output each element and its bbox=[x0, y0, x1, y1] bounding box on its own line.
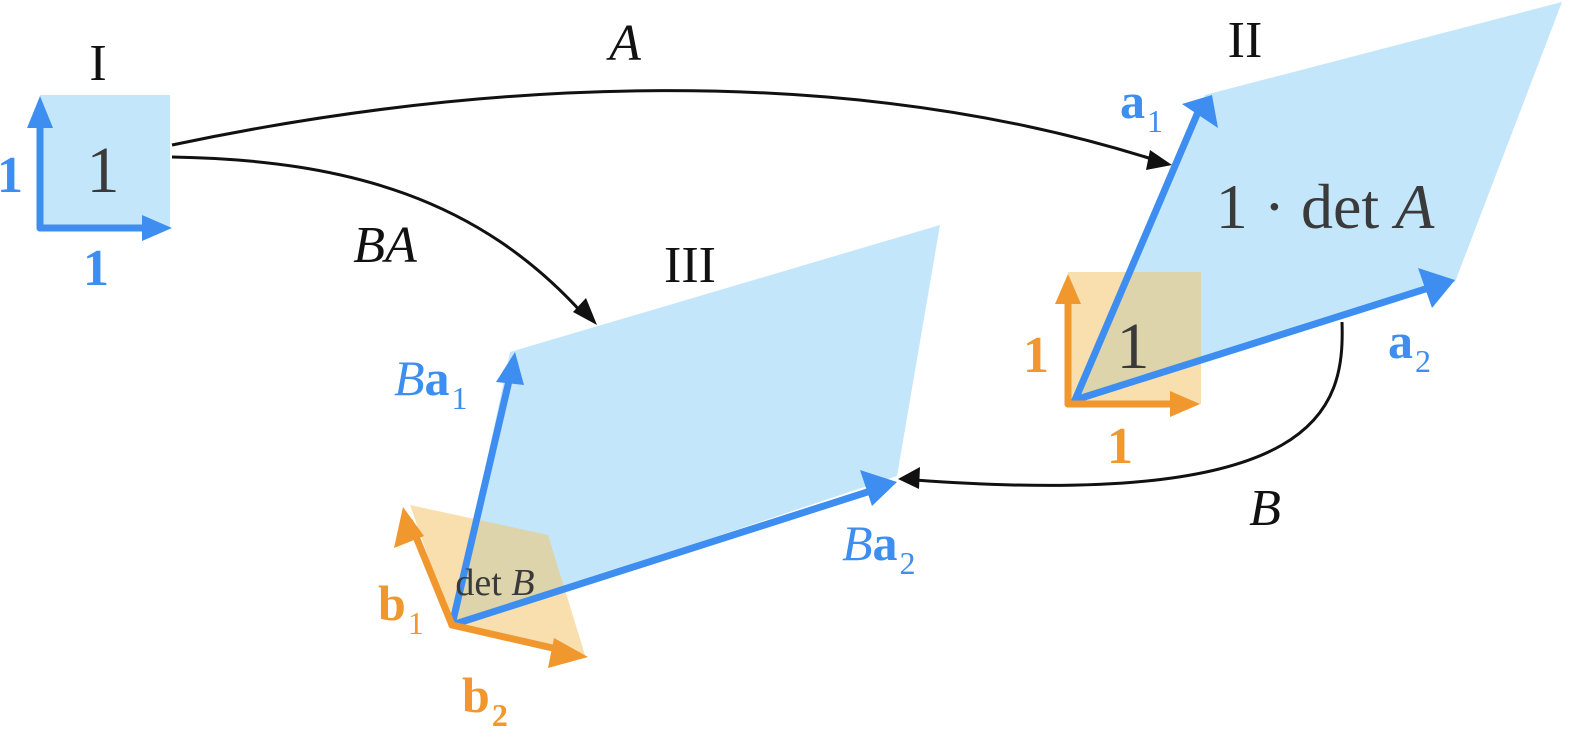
det-B-label: det B bbox=[455, 562, 534, 604]
label-Ba1-sub: 1 bbox=[452, 380, 468, 416]
map-arrowhead-B bbox=[898, 467, 920, 489]
unit-x-label-II: 1 bbox=[1107, 418, 1133, 475]
label-a1-main: a bbox=[1120, 73, 1145, 129]
area-label-II: 1 · det A bbox=[1216, 171, 1436, 242]
region-I: I 1 1 1 bbox=[0, 35, 172, 297]
arrowhead-e2-I bbox=[27, 96, 53, 128]
map-label-A: A bbox=[606, 15, 641, 72]
roman-label-II-text: II bbox=[1228, 12, 1263, 69]
label-Ba2-a: a bbox=[873, 515, 898, 571]
label-b2-main: b bbox=[462, 667, 490, 723]
map-arrowhead-A bbox=[1146, 150, 1172, 170]
arrowhead-b1 bbox=[394, 507, 424, 548]
det-B-prefix: det bbox=[455, 562, 511, 604]
label-a2: a2 bbox=[1388, 313, 1431, 379]
vector-Ba2 bbox=[448, 484, 884, 629]
arrowhead-a2 bbox=[1418, 268, 1455, 308]
det-B-var: B bbox=[511, 562, 534, 604]
vector-b1 bbox=[406, 518, 456, 629]
region-II: II 1 · det A 1 1 1 a1 a2 bbox=[1023, 2, 1562, 475]
area-label-II-var: A bbox=[1391, 171, 1435, 242]
label-Ba2-sub: 2 bbox=[900, 545, 916, 581]
vector-a1 bbox=[1071, 108, 1202, 404]
roman-label-I: I bbox=[89, 35, 106, 92]
vector-b2 bbox=[448, 621, 574, 656]
label-b2: b2 bbox=[462, 667, 508, 733]
vector-y-label-I: 1 bbox=[0, 147, 23, 204]
map-arrows: A BA B bbox=[171, 15, 1344, 537]
unit-arrowhead-x-II bbox=[1170, 391, 1200, 417]
label-Ba1: Ba1 bbox=[394, 350, 468, 416]
unit-area-label-II: 1 bbox=[1117, 310, 1150, 383]
label-a1-sub: 1 bbox=[1147, 103, 1163, 139]
area-label-II-prefix: 1 · det bbox=[1216, 171, 1396, 242]
map-arrowhead-BA bbox=[573, 298, 597, 325]
label-Ba2-B: B bbox=[842, 515, 873, 571]
label-Ba2: Ba2 bbox=[842, 515, 916, 581]
unit-square-I bbox=[40, 95, 170, 227]
map-arrow-A bbox=[171, 89, 1156, 162]
unit-arrowhead-y-II bbox=[1055, 274, 1081, 304]
label-a2-sub: 2 bbox=[1415, 343, 1431, 379]
label-a1: a1 bbox=[1120, 73, 1163, 139]
label-b2-sub: 2 bbox=[492, 697, 508, 733]
vector-a2 bbox=[1071, 281, 1442, 404]
label-a2-main: a bbox=[1388, 313, 1413, 369]
region-III: III det B Ba1 Ba2 b1 b2 bbox=[378, 225, 940, 733]
label-b1-sub: 1 bbox=[408, 605, 424, 641]
label-b1-main: b bbox=[378, 575, 406, 631]
arrowhead-e1-I bbox=[142, 215, 172, 241]
unit-y-label-II: 1 bbox=[1023, 327, 1049, 384]
label-Ba1-B: B bbox=[394, 350, 425, 406]
label-b1: b1 bbox=[378, 575, 424, 641]
map-label-B: B bbox=[1249, 480, 1281, 537]
map-arrow-B bbox=[914, 321, 1344, 487]
label-Ba1-a: a bbox=[425, 350, 450, 406]
map-label-BA: BA bbox=[353, 217, 417, 274]
roman-label-III: III bbox=[664, 237, 716, 294]
vector-Ba1 bbox=[448, 364, 516, 629]
arrowhead-Ba2 bbox=[860, 470, 897, 506]
arrowhead-Ba1 bbox=[496, 352, 524, 385]
parallelogram-III bbox=[452, 225, 940, 625]
arrowhead-a1 bbox=[1182, 95, 1218, 128]
map-arrow-BA bbox=[171, 155, 585, 316]
vector-x-label-I: 1 bbox=[83, 240, 109, 297]
area-label-I: 1 bbox=[87, 134, 120, 207]
roman-label-II: II bbox=[1228, 12, 1263, 69]
arrowhead-b2 bbox=[548, 638, 588, 668]
